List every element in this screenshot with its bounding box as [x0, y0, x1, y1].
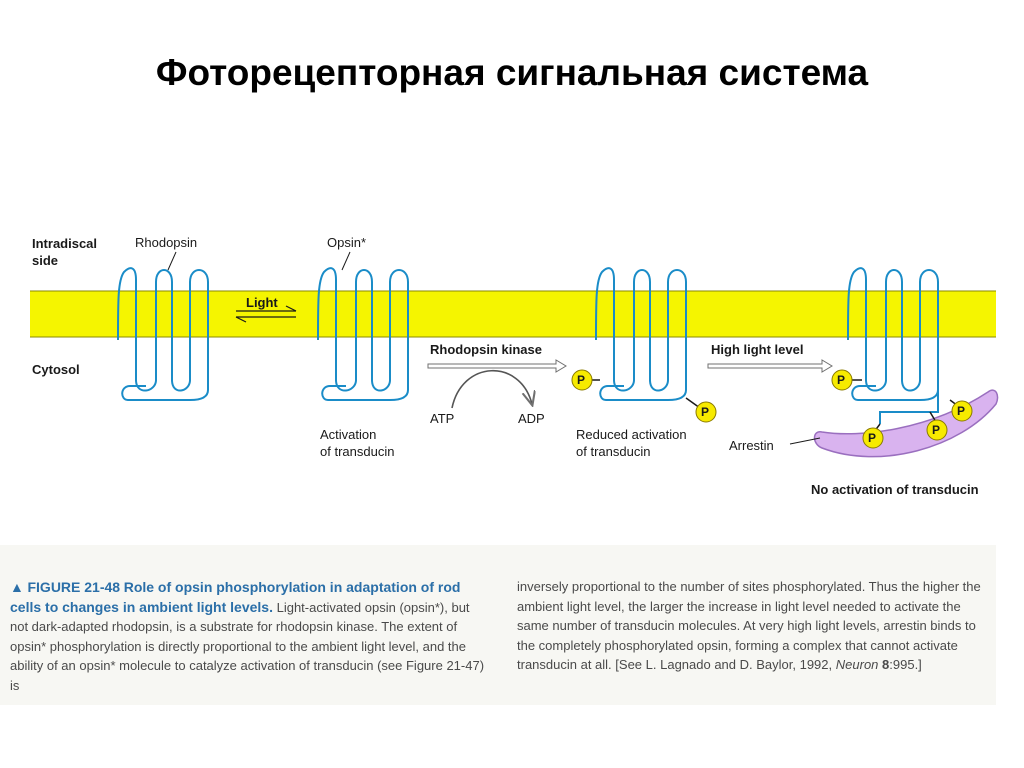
phosphate-label: P [837, 373, 845, 387]
c-terminal-tail [879, 390, 939, 424]
adp-label: ADP [518, 411, 545, 426]
high-light-level-label: High light level [711, 342, 803, 357]
opsin-star-pointer [341, 251, 351, 271]
intradiscal-side-label: Intradiscal [32, 236, 97, 251]
caption-heading: Role of opsin phosphorylation in adaptat… [10, 579, 461, 615]
phosphate-circle [862, 427, 884, 449]
activation-label: Activation [320, 427, 376, 442]
arrestin-label: Arrestin [729, 438, 774, 453]
caption-reference-pages: :995.] [889, 657, 922, 672]
reduced-activation-label-2: of transducin [576, 444, 650, 459]
caption-reference-journal: Neuron [835, 657, 879, 672]
rhodopsin-pointer [167, 251, 177, 271]
cytosol-label: Cytosol [32, 362, 80, 377]
phosphate-label: P [701, 405, 709, 419]
intradiscal-side-label-2: side [32, 253, 58, 268]
arrestin-pointer [789, 437, 821, 445]
phosphate-circle [926, 419, 948, 441]
opsin-phosphorylation-diagram: Intradiscal side Cytosol Rhodopsin Light… [30, 235, 999, 497]
caption-right-column: inversely proportional to the number of … [517, 577, 995, 675]
caption-triangle: ▲ [10, 579, 24, 595]
phosphate-circle [571, 369, 593, 391]
phosphate-circle [831, 369, 853, 391]
phosphate-label: P [932, 423, 940, 437]
caption-reference-volume: 8 [882, 657, 890, 672]
phosphate-circle [951, 400, 973, 422]
caption-left-column: ▲ FIGURE 21-48 Role of opsin phosphoryla… [10, 578, 488, 695]
figure-label: FIGURE 21-48 [27, 579, 121, 595]
no-activation-label: No activation of transducin [811, 482, 979, 497]
page-title: Фоторецепторная сигнальная система [155, 52, 869, 93]
membrane-band [30, 291, 996, 337]
high-light-level-arrow [707, 359, 833, 373]
caption-right-body: inversely proportional to the number of … [517, 579, 981, 672]
light-forward-arrowhead [285, 305, 297, 312]
opsin-star-label: Opsin* [327, 235, 366, 250]
caption-reference: [See L. Lagnado and D. Baylor, 1992, [615, 657, 833, 672]
caption-left-body: Light-activated opsin (opsin*), but not … [10, 599, 485, 693]
phosphate-circle [695, 401, 717, 423]
light-label: Light [246, 295, 278, 310]
atp-label: ATP [430, 411, 454, 426]
arrestin-body [813, 389, 999, 458]
rhodopsin-kinase-arrow [427, 359, 567, 373]
rhodopsin-kinase-label: Rhodopsin kinase [430, 342, 542, 357]
phosphate-label: P [577, 373, 585, 387]
atp-adp-curved-arrow [451, 369, 532, 409]
activation-label-2: of transducin [320, 444, 394, 459]
caption-background [0, 545, 996, 705]
phosphate-label: P [868, 431, 876, 445]
reduced-activation-label: Reduced activation [576, 427, 687, 442]
rhodopsin-label: Rhodopsin [135, 235, 197, 250]
phosphate-label: P [957, 404, 965, 418]
light-reverse-arrowhead [235, 316, 247, 323]
